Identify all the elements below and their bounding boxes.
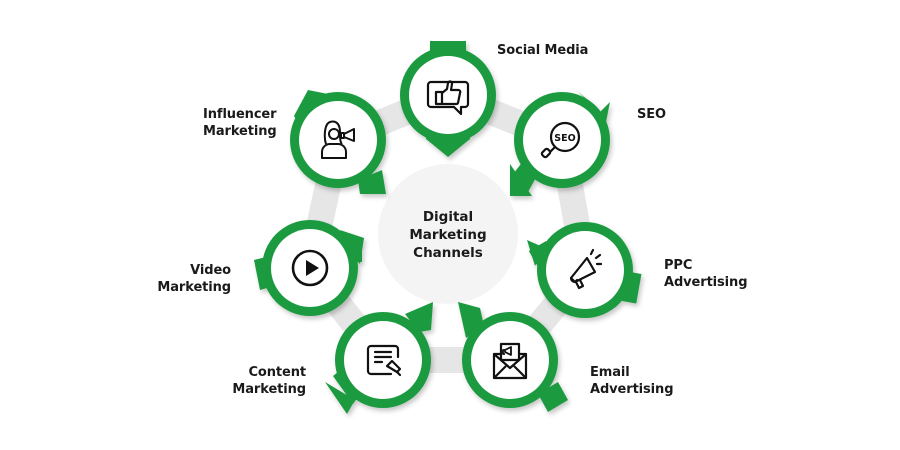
node-influencer-marketing xyxy=(290,90,386,194)
label-line: Social Media xyxy=(497,43,589,58)
label-content-marketing: Content Marketing xyxy=(200,364,306,398)
node-ppc-advertising xyxy=(527,222,642,318)
thumbs-up-chat-icon xyxy=(426,80,470,116)
label-line: Influencer xyxy=(203,107,277,122)
label-line: Video xyxy=(190,263,231,278)
label-line: Advertising xyxy=(590,382,674,397)
label-line: PPC xyxy=(664,258,693,273)
label-line: SEO xyxy=(637,107,666,122)
svg-text:SEO: SEO xyxy=(554,133,575,144)
node-content-marketing xyxy=(325,302,433,414)
label-seo: SEO xyxy=(637,106,666,123)
document-pen-icon xyxy=(366,344,402,377)
label-line: Email xyxy=(590,365,630,380)
label-line: Marketing xyxy=(157,280,231,295)
center-title-line: Digital xyxy=(422,209,474,225)
center-title: Digital Marketing Channels xyxy=(388,208,508,262)
node-video-marketing xyxy=(254,220,364,316)
label-ppc-advertising: PPC Advertising xyxy=(664,257,748,291)
center-title-line: Channels xyxy=(413,245,483,261)
label-social-media: Social Media xyxy=(497,42,588,59)
label-video-marketing: Video Marketing xyxy=(140,262,231,296)
label-influencer-marketing: Influencer Marketing xyxy=(203,106,277,140)
megaphone-icon xyxy=(569,248,603,290)
label-line: Marketing xyxy=(203,124,277,139)
play-button-icon xyxy=(291,249,329,287)
label-line: Marketing xyxy=(232,382,306,397)
center-title-line: Marketing xyxy=(409,227,487,243)
label-email-advertising: Email Advertising xyxy=(590,364,674,398)
envelope-megaphone-icon xyxy=(492,342,528,380)
label-line: Advertising xyxy=(664,275,748,290)
label-line: Content xyxy=(248,365,306,380)
node-seo: SEO xyxy=(510,90,610,196)
center-hub xyxy=(378,164,518,304)
node-social-media xyxy=(400,41,496,157)
node-email-advertising xyxy=(458,302,568,412)
influencer-megaphone-icon xyxy=(321,120,355,159)
seo-magnifier-icon: SEO xyxy=(540,121,581,159)
